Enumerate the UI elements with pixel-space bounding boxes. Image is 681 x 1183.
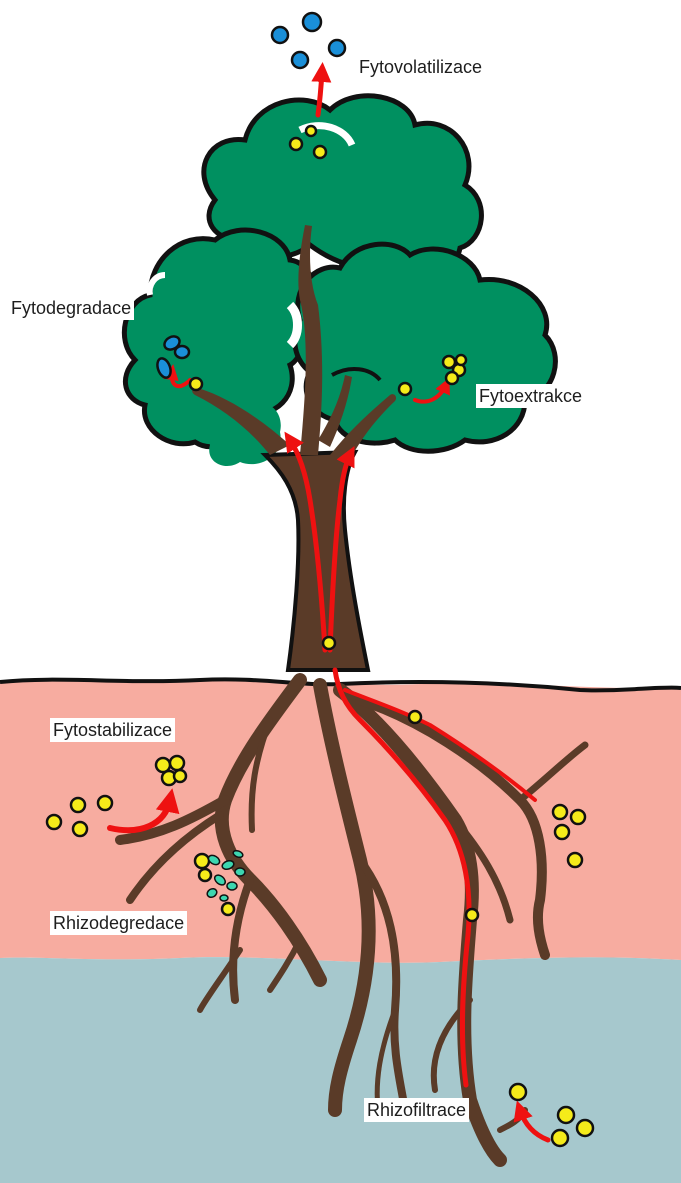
label-fytovolatilizace: Fytovolatilizace — [356, 55, 485, 79]
label-fytoextrakce: Fytoextrakce — [476, 384, 585, 408]
label-fytostabilizace: Fytostabilizace — [50, 718, 175, 742]
label-rhizodegradace: Rhizodegredace — [50, 911, 187, 935]
label-rhizofiltrace: Rhizofiltrace — [364, 1098, 469, 1122]
label-fytodegradace: Fytodegradace — [8, 296, 134, 320]
